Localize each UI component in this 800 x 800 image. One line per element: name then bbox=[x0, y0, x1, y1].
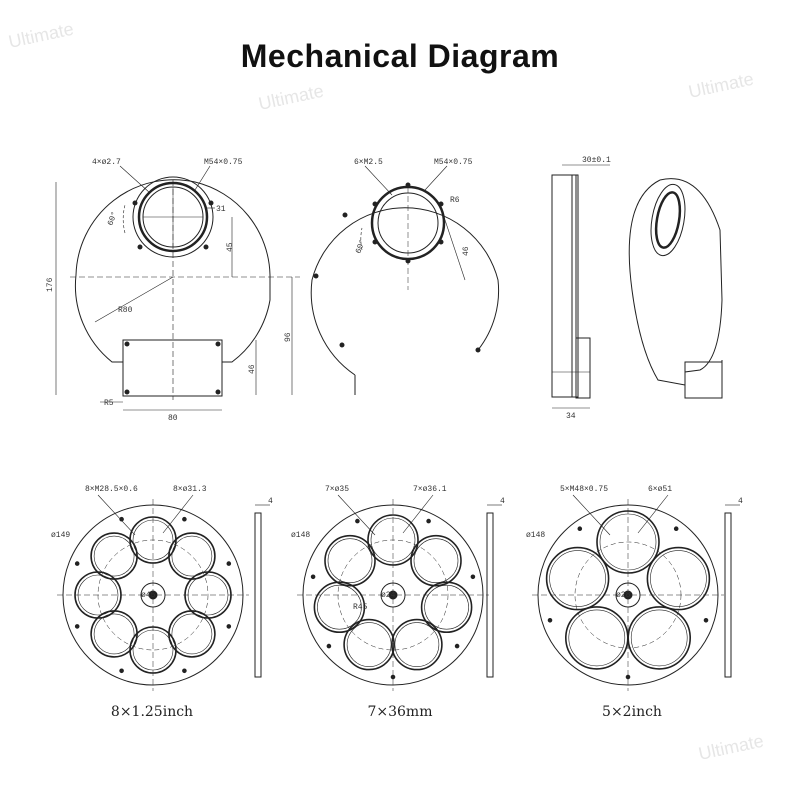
filter-wheel-7 bbox=[297, 494, 502, 691]
dim-side-bottom: 34 bbox=[566, 412, 576, 421]
filter-slot bbox=[343, 618, 395, 671]
svg-text:Ultimate: Ultimate bbox=[257, 81, 326, 114]
caption-wheel-5: 5×2inch bbox=[602, 704, 662, 720]
filter-slot bbox=[410, 534, 462, 587]
caption-wheel-7: 7×36mm bbox=[367, 704, 433, 720]
filter-slot bbox=[313, 581, 366, 634]
dim-46-left: 46 bbox=[248, 364, 257, 374]
filter-slot bbox=[420, 581, 473, 634]
wheel-diameter: ø149 bbox=[51, 531, 70, 540]
side-body bbox=[551, 174, 577, 398]
svg-text:Ultimate: Ultimate bbox=[687, 69, 756, 102]
svg-text:Ultimate: Ultimate bbox=[7, 19, 76, 52]
wheel-bore-note: 7×ø36.1 bbox=[413, 485, 447, 494]
wheel-bore-note: 8×ø31.3 bbox=[173, 485, 207, 494]
filter-wheel-8 bbox=[57, 494, 270, 691]
svg-text:Ultimate: Ultimate bbox=[697, 731, 766, 764]
wheel-thickness: 4 bbox=[738, 497, 743, 506]
iso-port bbox=[650, 183, 686, 257]
note-thread-left: M54×0.75 bbox=[204, 158, 243, 167]
wheel-thread-note: 8×M28.5×0.6 bbox=[85, 485, 138, 494]
wheel-thickness: 4 bbox=[500, 497, 505, 506]
wheel-side-profile bbox=[486, 512, 494, 678]
dim-80: 80 bbox=[168, 414, 178, 423]
wheel-diameter: ø148 bbox=[291, 531, 310, 540]
caption-wheel-8: 8×1.25inch bbox=[110, 704, 194, 720]
dim-96: 96 bbox=[284, 332, 293, 342]
dim-r80: R80 bbox=[118, 306, 133, 315]
filter-slot bbox=[391, 618, 443, 671]
wheel-radius: R45 bbox=[353, 603, 368, 612]
watermark: Ultimate Ultimate Ultimate Ultimate bbox=[7, 19, 766, 764]
note-radius-right: R6 bbox=[450, 196, 460, 205]
filter-wheel-5 bbox=[532, 494, 740, 691]
rear-outline bbox=[310, 207, 500, 376]
note-angle-left: 60° bbox=[106, 210, 119, 227]
front-view-right bbox=[310, 165, 500, 395]
note-bolt-left: 4×ø2.7 bbox=[92, 158, 121, 167]
wheel-thickness: 4 bbox=[268, 497, 273, 506]
dim-45: 45 bbox=[226, 242, 235, 252]
wheel-pcd: ø28 bbox=[616, 591, 631, 600]
control-box bbox=[122, 339, 223, 397]
filter-slot bbox=[646, 546, 711, 611]
side-box bbox=[575, 337, 591, 399]
filter-slot bbox=[90, 532, 138, 580]
wheel-diameter: ø148 bbox=[526, 531, 545, 540]
dim-side-top: 30±0.1 bbox=[582, 156, 611, 165]
wheel-side-profile bbox=[724, 512, 732, 678]
wheel-thread-note: 7×ø35 bbox=[325, 485, 349, 494]
side-view bbox=[551, 164, 610, 409]
isometric-view bbox=[628, 178, 723, 399]
filter-slot bbox=[324, 534, 376, 587]
front-view-left bbox=[55, 165, 300, 411]
note-thread-right: M54×0.75 bbox=[434, 158, 473, 167]
note-bolt-right: 6×M2.5 bbox=[354, 158, 383, 167]
dim-46-right: 46 bbox=[462, 246, 471, 256]
wheel-thread-note: 5×M48×0.75 bbox=[560, 485, 608, 494]
dim-176: 176 bbox=[46, 277, 55, 292]
wheel-bore-note: 6×ø51 bbox=[648, 485, 672, 494]
wheel-side-profile bbox=[254, 512, 262, 678]
note-bore-left: 31 bbox=[216, 205, 226, 214]
filter-wheels: 8×M28.5×0.6 8×ø31.3 ø149 ø45 4 7×ø35 7×ø36.1 ø1… bbox=[51, 485, 743, 691]
wheel-pcd: ø45 bbox=[141, 591, 156, 600]
note-angle-right: 60° bbox=[354, 238, 367, 255]
wheel-pcd: ø24 bbox=[381, 591, 396, 600]
dim-r5: R5 bbox=[104, 399, 114, 408]
housing-outline bbox=[74, 179, 271, 363]
filter-slot bbox=[545, 546, 610, 611]
diagram-title: Mechanical Diagram bbox=[240, 38, 560, 74]
